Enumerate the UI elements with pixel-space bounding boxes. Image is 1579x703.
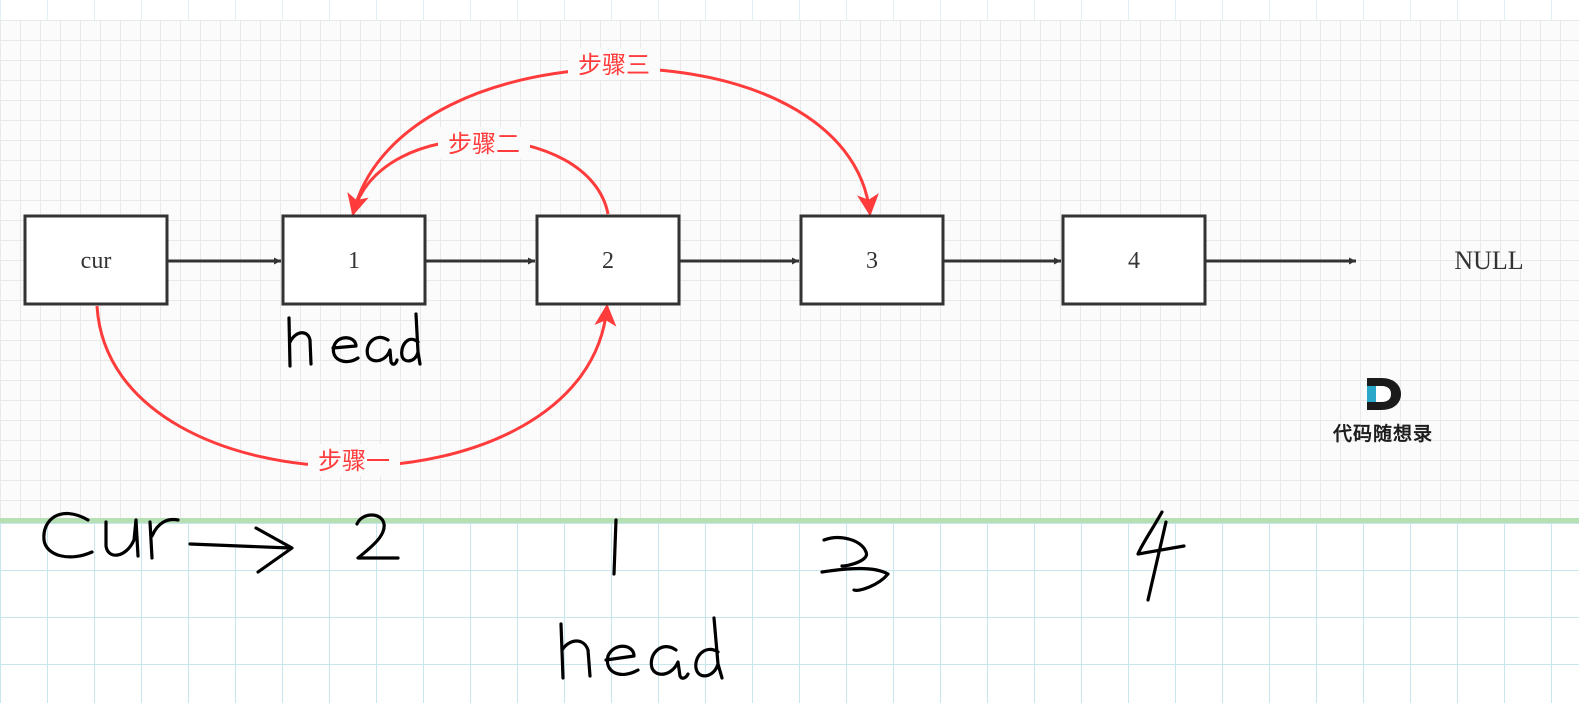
step-one-label: 步骤一 <box>318 447 390 475</box>
node-4-box <box>1061 214 1207 306</box>
node-4-label: 4 <box>1128 248 1140 274</box>
step-one-arrow <box>95 303 617 468</box>
logo-text: 代码随想录 <box>1332 423 1433 445</box>
handwriting-head-bottom <box>559 616 724 680</box>
notes-canvas <box>0 523 1579 703</box>
node-cur-label: cur <box>81 248 112 274</box>
handwriting-sequence <box>42 510 1186 602</box>
node-2-label: 2 <box>602 248 614 274</box>
node-2-box <box>535 214 681 306</box>
nodes: cur 1 2 3 4 <box>23 214 1207 306</box>
step-three-label: 步骤三 <box>578 51 650 79</box>
node-1-box <box>281 214 427 306</box>
node-cur-box <box>23 214 169 306</box>
logo-d-icon <box>1367 378 1401 410</box>
step-three-arrow <box>351 67 879 217</box>
null-label: NULL <box>1454 246 1523 275</box>
step-two-label: 步骤二 <box>448 130 520 158</box>
handwriting-head-top <box>287 312 422 368</box>
node-1-label: 1 <box>348 248 360 274</box>
hand-arrow <box>188 526 294 574</box>
step-labels: 步骤三 步骤二 步骤一 <box>308 48 660 476</box>
hand-3 <box>820 536 890 592</box>
node-3-label: 3 <box>866 248 878 274</box>
hand-cur <box>42 512 94 559</box>
hand-2 <box>355 513 400 560</box>
top-strip <box>0 0 1579 20</box>
hand-4 <box>1136 510 1186 602</box>
hand-1 <box>612 518 618 576</box>
node-3-box <box>799 214 945 306</box>
section-divider <box>0 518 1579 523</box>
brand-logo: 代码随想录 <box>1318 374 1448 446</box>
